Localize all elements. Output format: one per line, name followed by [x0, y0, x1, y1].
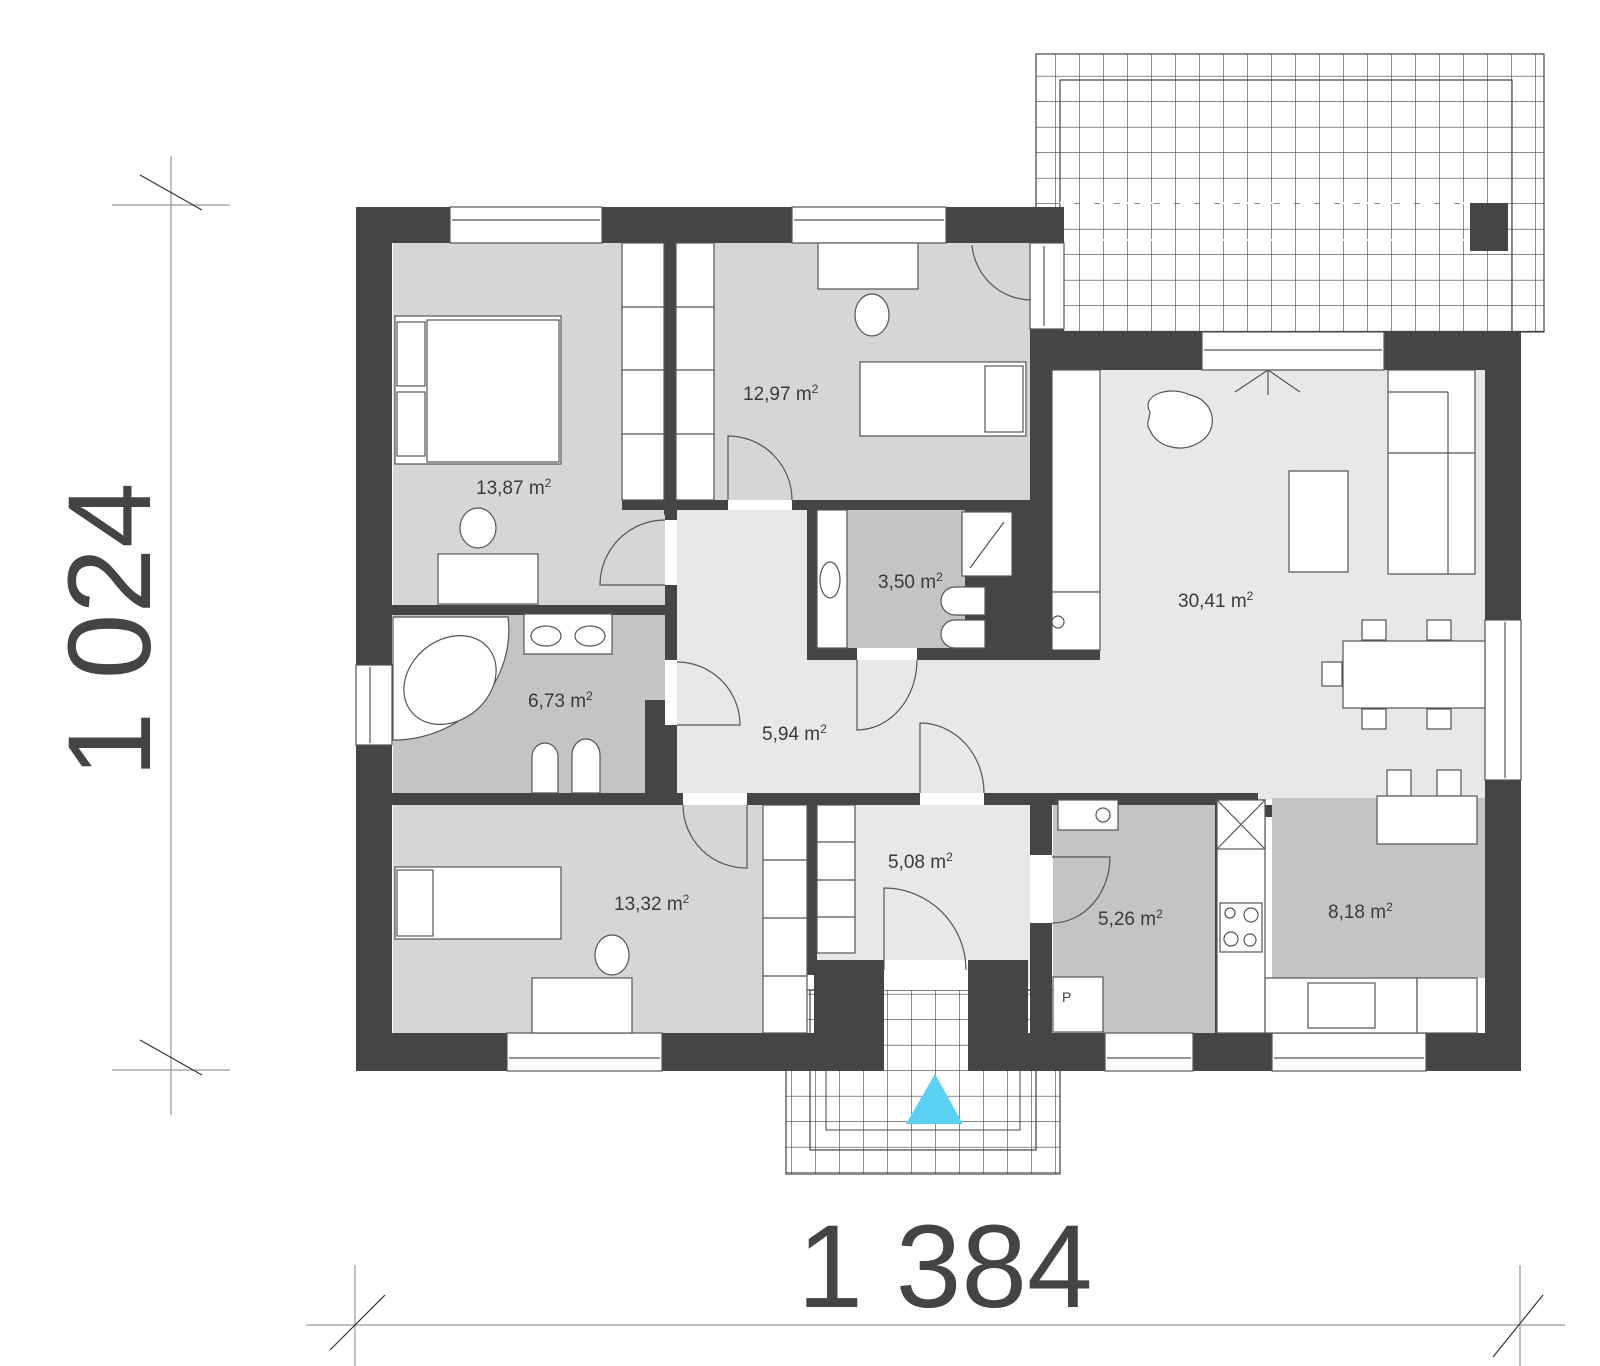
area-utility-room: 5,26 m2: [1098, 907, 1163, 930]
chair: [594, 934, 630, 976]
terrace-door-swing: [1234, 369, 1301, 395]
windows: [355, 206, 1522, 1072]
wardrobe: [675, 242, 715, 501]
doors: [599, 244, 1301, 990]
window: [1029, 242, 1065, 330]
door-swing: [676, 661, 741, 726]
washing-machine: [1057, 799, 1119, 831]
door-swing: [1051, 856, 1111, 924]
area-bathroom: 6,73 m2: [528, 689, 593, 712]
coffee-table: [1288, 470, 1349, 573]
window: [1201, 331, 1385, 371]
window: [791, 206, 947, 244]
door-swing: [971, 244, 1031, 301]
width-dimension: 1 384: [797, 1201, 1092, 1333]
area-vestibule: 5,08 m2: [888, 850, 953, 873]
tv-cabinet: [1051, 369, 1101, 593]
cabinet: [1416, 977, 1478, 1034]
wardrobe: [621, 242, 665, 501]
bidet: [531, 742, 559, 794]
area-bedroom-2: 12,97 m2: [743, 382, 819, 405]
dining-table: [1342, 640, 1486, 709]
wardrobe: [816, 804, 856, 954]
toilet: [940, 619, 986, 649]
corner-sofa: [1387, 369, 1476, 575]
door-swing: [727, 435, 793, 501]
armchair: [1147, 390, 1213, 449]
room-labels: 13,87 m2 12,97 m2 6,73 m2 3,50 m2 5,94 m…: [476, 382, 1393, 1005]
door-swing: [856, 659, 918, 731]
area-hall: 5,94 m2: [762, 722, 827, 745]
area-bedroom-1: 13,87 m2: [476, 476, 552, 499]
chair: [1361, 619, 1387, 641]
desk: [531, 977, 633, 1034]
area-living-room: 30,41 m2: [1178, 589, 1254, 612]
chair: [1321, 661, 1343, 687]
area-bedroom-3: 13,32 m2: [614, 892, 690, 915]
window: [506, 1032, 663, 1072]
boiler-label: P: [1062, 989, 1071, 1005]
entry-door-swing: [883, 887, 967, 971]
bar-stool: [1436, 769, 1462, 797]
window: [1484, 619, 1522, 781]
chair: [854, 293, 890, 337]
height-dimension: 1 024: [44, 482, 176, 777]
floor-hall: [677, 510, 807, 795]
chair: [459, 507, 497, 549]
chair: [1361, 708, 1387, 730]
entrance-arrow-icon: [906, 1074, 963, 1124]
door-swing: [919, 722, 985, 794]
area-kitchen: 8,18 m2: [1328, 900, 1393, 923]
window: [449, 206, 603, 244]
bar-stool: [1386, 769, 1412, 797]
toilet: [571, 738, 601, 794]
terrace: [1035, 53, 1545, 333]
sink: [1307, 982, 1376, 1029]
bidet: [940, 586, 986, 616]
boiler: [1052, 976, 1104, 1033]
dimension-lines: [112, 156, 1565, 1366]
window: [1104, 1032, 1194, 1072]
terrace-column: [1470, 203, 1508, 251]
chair: [1426, 708, 1452, 730]
desk: [817, 242, 919, 290]
wardrobe: [762, 804, 808, 1034]
window: [355, 664, 393, 746]
desk: [437, 553, 539, 605]
area-wc: 3,50 m2: [878, 570, 943, 593]
window: [1271, 1032, 1427, 1072]
door-swing: [682, 804, 748, 869]
door-swing: [599, 519, 666, 586]
kitchen-island: [1376, 795, 1478, 845]
chair: [1426, 619, 1452, 641]
